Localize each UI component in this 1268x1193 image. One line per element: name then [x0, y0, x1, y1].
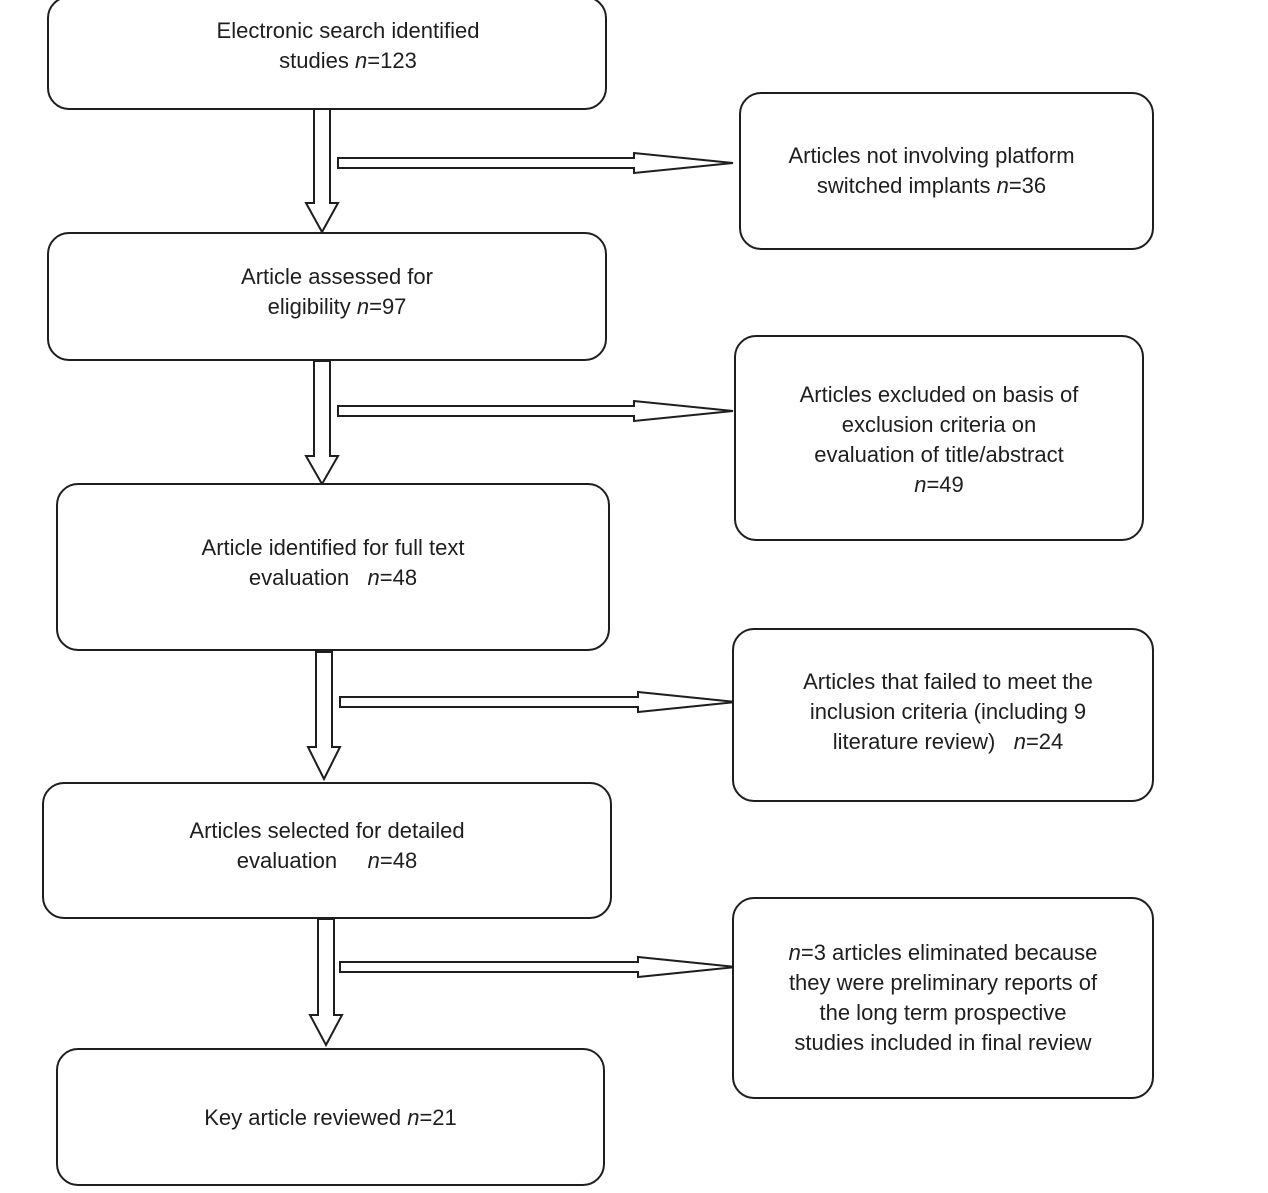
box-line: they were preliminary reports of — [788, 970, 1098, 995]
n-symbol: n — [367, 848, 380, 873]
n-symbol: n — [788, 940, 801, 965]
box-assessed-eligibility-text: Article assessed for eligibility n=97 — [69, 262, 605, 322]
down-arrow — [306, 651, 342, 782]
exclusion-box-text: Articles that failed to meet the inclusi… — [744, 667, 1152, 757]
box-line: evaluation — [236, 848, 368, 873]
count-value: =123 — [367, 48, 417, 73]
box-electronic-search-text: Electronic search identified studies n=1… — [91, 16, 605, 76]
box-detailed-evaluation: Articles selected for detailed evaluatio… — [42, 782, 612, 919]
box-line: Electronic search identified — [216, 18, 480, 43]
n-symbol: n — [356, 294, 370, 319]
exclusion-box-preliminary-reports: n=3 articles eliminated because they wer… — [732, 897, 1154, 1099]
box-line: Articles that failed to meet the — [803, 669, 1093, 694]
exclusion-box-not-platform-switched: Articles not involving platform switched… — [739, 92, 1154, 250]
box-line: exclusion criteria on — [841, 412, 1037, 437]
exclusion-box-text: Articles not involving platform switched… — [741, 141, 1122, 201]
n-symbol: n — [367, 565, 380, 590]
box-line: switched implants — [816, 173, 997, 198]
box-line: Article assessed for — [241, 264, 433, 289]
box-key-articles-reviewed: Key article reviewed n=21 — [56, 1048, 605, 1186]
box-detailed-evaluation-text: Articles selected for detailed evaluatio… — [44, 816, 610, 876]
down-arrow — [308, 918, 344, 1048]
n-symbol: n — [914, 472, 927, 497]
right-arrow — [337, 151, 734, 175]
down-arrow — [304, 360, 340, 487]
exclusion-box-text: n=3 articles eliminated because they wer… — [734, 938, 1152, 1058]
count-value: =48 — [379, 565, 418, 590]
count-value: =24 — [1025, 729, 1064, 754]
box-line: studies — [279, 48, 355, 73]
box-full-text-evaluation: Article identified for full text evaluat… — [56, 483, 610, 651]
n-symbol: n — [996, 173, 1009, 198]
box-line: the long term prospective — [819, 1000, 1067, 1025]
box-line: inclusion criteria (including 9 — [809, 699, 1087, 724]
count-value: =36 — [1008, 173, 1047, 198]
exclusion-box-text: Articles excluded on basis of exclusion … — [736, 380, 1142, 500]
exclusion-box-inclusion-criteria: Articles that failed to meet the inclusi… — [732, 628, 1154, 802]
right-arrow — [337, 399, 734, 423]
box-line: =3 articles eliminated because — [800, 940, 1098, 965]
box-line: Article identified for full text — [201, 535, 465, 560]
count-value: =21 — [419, 1105, 457, 1130]
box-line: eligibility — [267, 294, 357, 319]
count-value: =48 — [379, 848, 418, 873]
right-arrow — [339, 690, 737, 714]
box-line: literature review) — [832, 729, 1014, 754]
n-symbol: n — [407, 1105, 420, 1130]
box-line: evaluation — [248, 565, 368, 590]
box-line: Articles not involving platform — [788, 143, 1075, 168]
box-assessed-eligibility: Article assessed for eligibility n=97 — [47, 232, 607, 361]
box-full-text-evaluation-text: Article identified for full text evaluat… — [58, 533, 608, 593]
exclusion-box-title-abstract: Articles excluded on basis of exclusion … — [734, 335, 1144, 541]
n-symbol: n — [355, 48, 368, 73]
count-value: =97 — [369, 294, 407, 319]
down-arrow — [304, 108, 340, 235]
box-key-articles-reviewed-text: Key article reviewed n=21 — [58, 1103, 603, 1133]
box-electronic-search: Electronic search identified studies n=1… — [47, 0, 607, 110]
box-line: Articles excluded on basis of — [799, 382, 1079, 407]
n-symbol: n — [1013, 729, 1026, 754]
count-value: =49 — [926, 472, 964, 497]
box-line: Articles selected for detailed — [189, 818, 465, 843]
box-line: Key article reviewed — [204, 1105, 408, 1130]
box-line: evaluation of title/abstract — [814, 442, 1064, 467]
right-arrow — [339, 955, 737, 979]
box-line: studies included in final review — [794, 1030, 1092, 1055]
